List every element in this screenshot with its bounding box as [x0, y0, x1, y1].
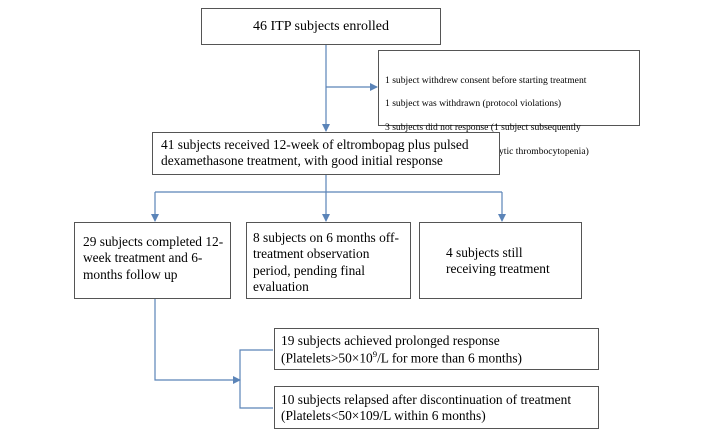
enrolled-text: 46 ITP subjects enrolled: [253, 19, 389, 34]
prolonged-line2-suffix: /L for more than 6 months): [377, 350, 522, 366]
still-receiving-box: 4 subjects still receiving treatment: [419, 222, 582, 299]
prolonged-exponent: 9: [372, 349, 378, 360]
off-treatment-text: 8 subjects on 6 months off- treatment ob…: [253, 230, 399, 295]
completed-box: 29 subjects completed 12- week treatment…: [74, 222, 231, 299]
relapsed-text: 10 subjects relapsed after discontinuati…: [281, 392, 572, 424]
received-treatment-box: 41 subjects received 12-week of eltrombo…: [152, 132, 500, 175]
exclusions-box: 1 subject withdrew consent before starti…: [378, 50, 640, 157]
enrolled-box: 46 ITP subjects enrolled: [201, 8, 441, 45]
off-treatment-box: 8 subjects on 6 months off- treatment ob…: [246, 222, 411, 299]
prolonged-line2-prefix: (Platelets>50×10: [281, 350, 373, 366]
exclusion-line: 1 subject withdrew consent before starti…: [385, 74, 587, 86]
exclusion-line: 3 subjects did not response (1 subject s…: [385, 121, 581, 133]
prolonged-line1: 19 subjects achieved prolonged response: [281, 333, 500, 348]
prolonged-response-text: 19 subjects achieved prolonged response …: [281, 333, 522, 367]
received-treatment-text: 41 subjects received 12-week of eltrombo…: [161, 137, 469, 169]
relapsed-box: 10 subjects relapsed after discontinuati…: [274, 386, 599, 429]
exclusion-line: 1 subject was withdrawn (protocol violat…: [385, 98, 562, 110]
prolonged-response-box: 19 subjects achieved prolonged response …: [274, 328, 599, 370]
connector-completed-down: [154, 299, 241, 384]
still-receiving-text: 4 subjects still receiving treatment: [446, 245, 550, 277]
connector-outcomes-bracket: [239, 349, 273, 409]
completed-text: 29 subjects completed 12- week treatment…: [83, 234, 224, 282]
